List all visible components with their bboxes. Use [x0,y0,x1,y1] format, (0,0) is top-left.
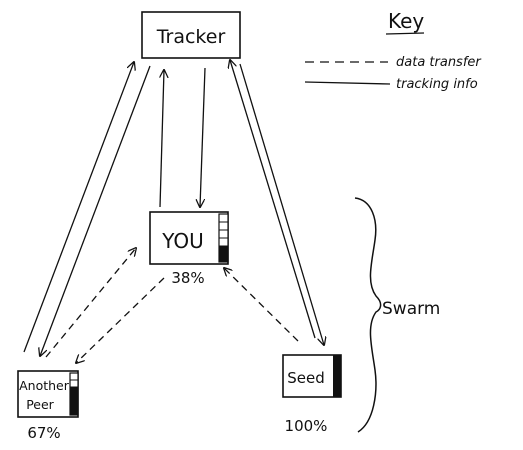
key-title: Key [388,9,424,33]
tracker-box [141,11,241,59]
seed-label: Seed [287,369,325,387]
arrow-tracker-to-seed [239,63,324,345]
you-progress-bar [218,213,229,263]
swarm-brace: Swarm [354,197,440,433]
arrow-peer-to-you [45,248,136,358]
you-label: YOU [161,229,204,253]
tracker-node: Tracker [141,11,241,59]
arrow-peer-to-tracker [23,62,134,353]
another-peer-node: Another Peer 67% [17,370,79,442]
arrow-seed-to-tracker [230,60,316,339]
another-peer-label-line2: Peer [26,397,54,412]
key-solid-sample [304,81,391,85]
arrow-you-to-peer [76,277,165,363]
key-title-underline [385,32,425,35]
another-peer-progress-bar [69,372,79,416]
key-solid-label: tracking info [396,77,478,92]
key-dashed-label: data transfer [396,55,482,70]
another-peer-label-line1: Another [19,378,70,393]
brace-icon [354,197,382,433]
arrow-tracker-to-you [200,67,206,207]
another-peer-progress-label: 67% [27,424,60,442]
you-progress-label: 38% [171,269,204,287]
arrow-tracker-to-peer [40,65,151,356]
arrow-you-to-tracker [160,70,164,208]
key-legend: Key data transfer tracking info [304,9,482,92]
seed-node: Seed 100% [282,354,342,435]
seed-progress-bar [333,355,341,397]
tracking-info-arrows [23,60,324,356]
arrow-seed-to-you [224,268,299,342]
seed-progress-label: 100% [285,417,328,435]
data-transfer-arrows [45,248,299,363]
you-node: YOU 38% [149,211,229,287]
swarm-label: Swarm [382,299,440,319]
tracker-label: Tracker [156,26,226,48]
